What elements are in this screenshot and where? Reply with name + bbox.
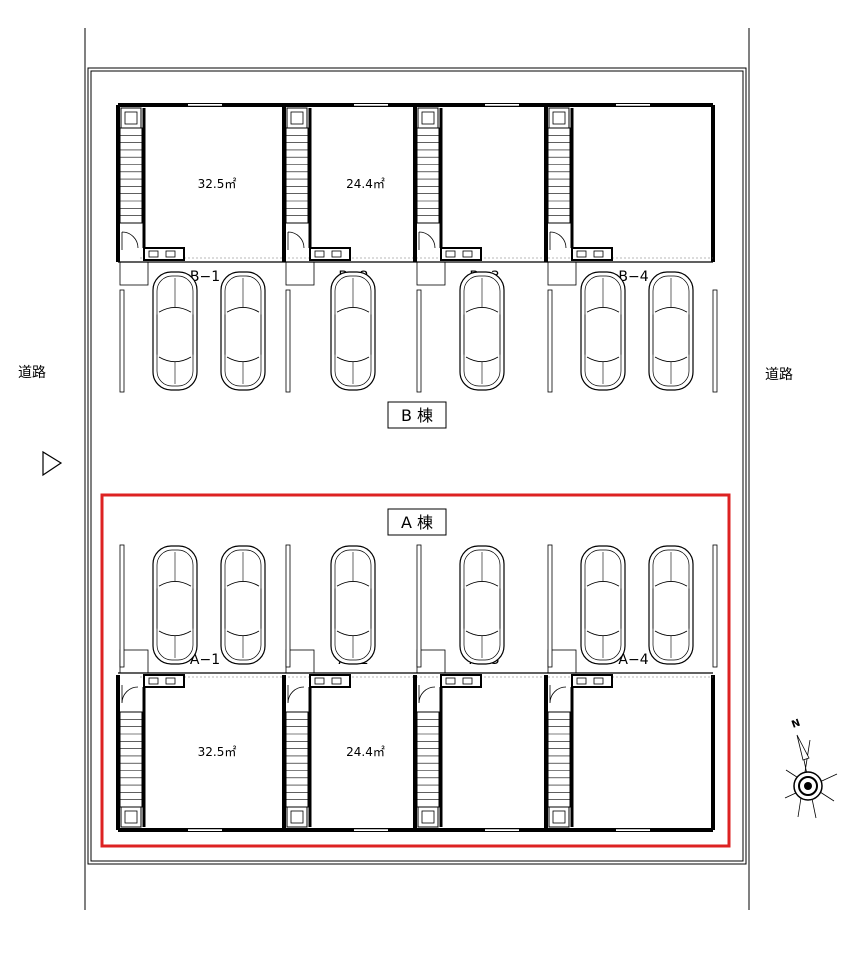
- parking-divider: [285, 544, 291, 668]
- car-icon: [152, 545, 198, 665]
- building-a-label: A 棟: [401, 513, 433, 532]
- parking-divider: [416, 289, 422, 393]
- parking-divider: [547, 544, 553, 668]
- parking-divider: [285, 289, 291, 393]
- unit-id-label: B−1: [190, 269, 220, 285]
- unit-b-3: B−3: [413, 104, 519, 286]
- car-icon: [648, 271, 694, 391]
- unit-area-label: 32.5㎡: [198, 745, 237, 759]
- compass-north-label: N: [790, 718, 802, 731]
- car-icon: [330, 545, 376, 665]
- compass-icon: N: [784, 718, 838, 819]
- parking-divider: [712, 544, 718, 668]
- unit-id-label: A−1: [190, 652, 220, 668]
- unit-area-label: 24.4㎡: [346, 745, 385, 759]
- parking-a: [119, 544, 718, 668]
- car-icon: [220, 545, 266, 665]
- car-icon: [459, 545, 505, 665]
- car-icon: [220, 271, 266, 391]
- parking-b: [119, 271, 718, 393]
- car-icon: [152, 271, 198, 391]
- car-icon: [459, 271, 505, 391]
- car-icon: [330, 271, 376, 391]
- unit-b-4: B−4: [544, 104, 650, 286]
- unit-a-1: A−1 32.5㎡: [119, 649, 237, 831]
- building-b-label-box: B 棟: [387, 401, 447, 429]
- car-icon: [580, 271, 626, 391]
- unit-a-3: A−3: [413, 649, 519, 831]
- unit-id-label: B−4: [618, 269, 648, 285]
- parking-divider: [119, 289, 125, 393]
- road-label-right: 道路: [765, 367, 793, 383]
- parking-divider: [547, 289, 553, 393]
- building-a-label-box: A 棟: [387, 508, 447, 536]
- parking-divider: [712, 289, 718, 393]
- site-boundary: [84, 28, 750, 910]
- building-b-label: B 棟: [401, 406, 433, 425]
- unit-id-label: A−4: [618, 652, 648, 668]
- parking-divider: [119, 544, 125, 668]
- unit-area-label: 32.5㎡: [198, 177, 237, 191]
- unit-b-1: B−1 32.5㎡: [119, 104, 237, 286]
- unit-area-label: 24.4㎡: [346, 177, 385, 191]
- parking-divider: [416, 544, 422, 668]
- building-a-highlight: [100, 493, 731, 848]
- unit-a-4: A−4: [544, 649, 650, 831]
- car-icon: [580, 545, 626, 665]
- car-icon: [648, 545, 694, 665]
- entrance-arrow-icon: [42, 450, 63, 477]
- road-label-left: 道路: [18, 365, 46, 381]
